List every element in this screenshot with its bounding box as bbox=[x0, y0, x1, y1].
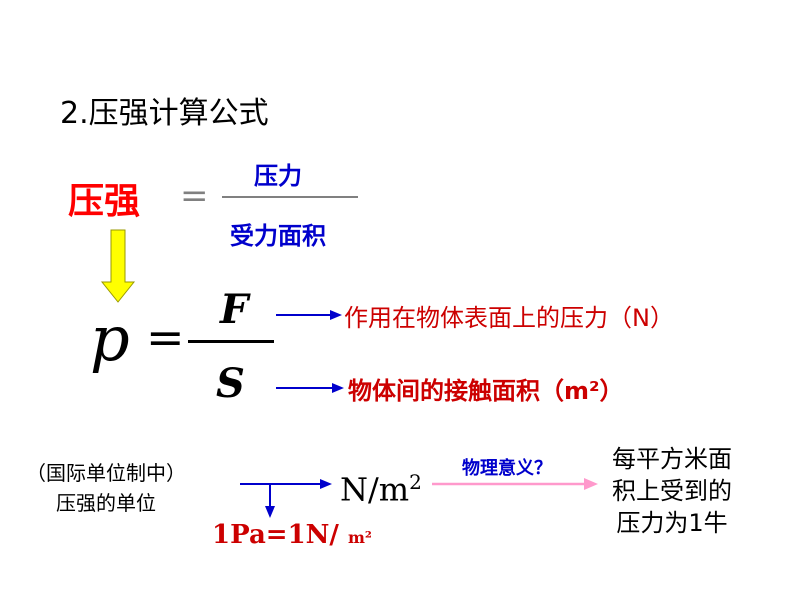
unit-arrow-icon bbox=[240, 479, 332, 489]
word-formula-numerator: 压力 bbox=[254, 162, 302, 190]
pascal-main: 1Pa=1N/ bbox=[212, 520, 339, 550]
meaning-line2: 积上受到的 bbox=[612, 477, 732, 505]
word-formula-denominator: 受力面积 bbox=[230, 222, 326, 250]
unit-base: N/m bbox=[340, 470, 410, 509]
unit-title-line2: 压强的单位 bbox=[56, 491, 156, 515]
pascal-small-unit: m² bbox=[348, 528, 372, 547]
area-annotation: 物体间的接触面积（m²） bbox=[348, 377, 624, 405]
yellow-down-arrow-icon bbox=[100, 229, 136, 303]
symbol-equals: = bbox=[146, 310, 185, 364]
unit-title: （国际单位制中） 压强的单位 bbox=[26, 458, 186, 518]
unit-title-line1: （国际单位制中） bbox=[26, 461, 186, 485]
symbol-S: S bbox=[216, 360, 245, 407]
meaning-arrow-icon bbox=[432, 478, 598, 490]
word-formula-equals: = bbox=[180, 176, 209, 216]
word-formula-lhs: 压强 bbox=[68, 181, 141, 222]
meaning-answer: 每平方米面 积上受到的 压力为1牛 bbox=[612, 443, 732, 539]
slide-heading: 2.压强计算公式 bbox=[60, 96, 269, 131]
force-annotation: 作用在物体表面上的压力（N） bbox=[344, 304, 674, 332]
word-fraction-bar bbox=[222, 196, 358, 198]
symbol-F: F bbox=[220, 286, 249, 333]
unit-exponent: 2 bbox=[409, 470, 422, 494]
meaning-question: 物理意义？ bbox=[462, 458, 552, 479]
area-arrow-icon bbox=[276, 383, 344, 393]
pascal-arrow-icon bbox=[265, 484, 275, 518]
pascal-definition: 1Pa=1N/ m² bbox=[212, 520, 372, 550]
symbol-fraction-bar bbox=[188, 340, 274, 343]
meaning-line3: 压力为1牛 bbox=[616, 509, 728, 537]
force-arrow-icon bbox=[276, 310, 342, 320]
symbol-p: p bbox=[90, 302, 130, 375]
unit-n-per-m2: N/m2 bbox=[340, 470, 422, 509]
meaning-line1: 每平方米面 bbox=[612, 445, 732, 473]
